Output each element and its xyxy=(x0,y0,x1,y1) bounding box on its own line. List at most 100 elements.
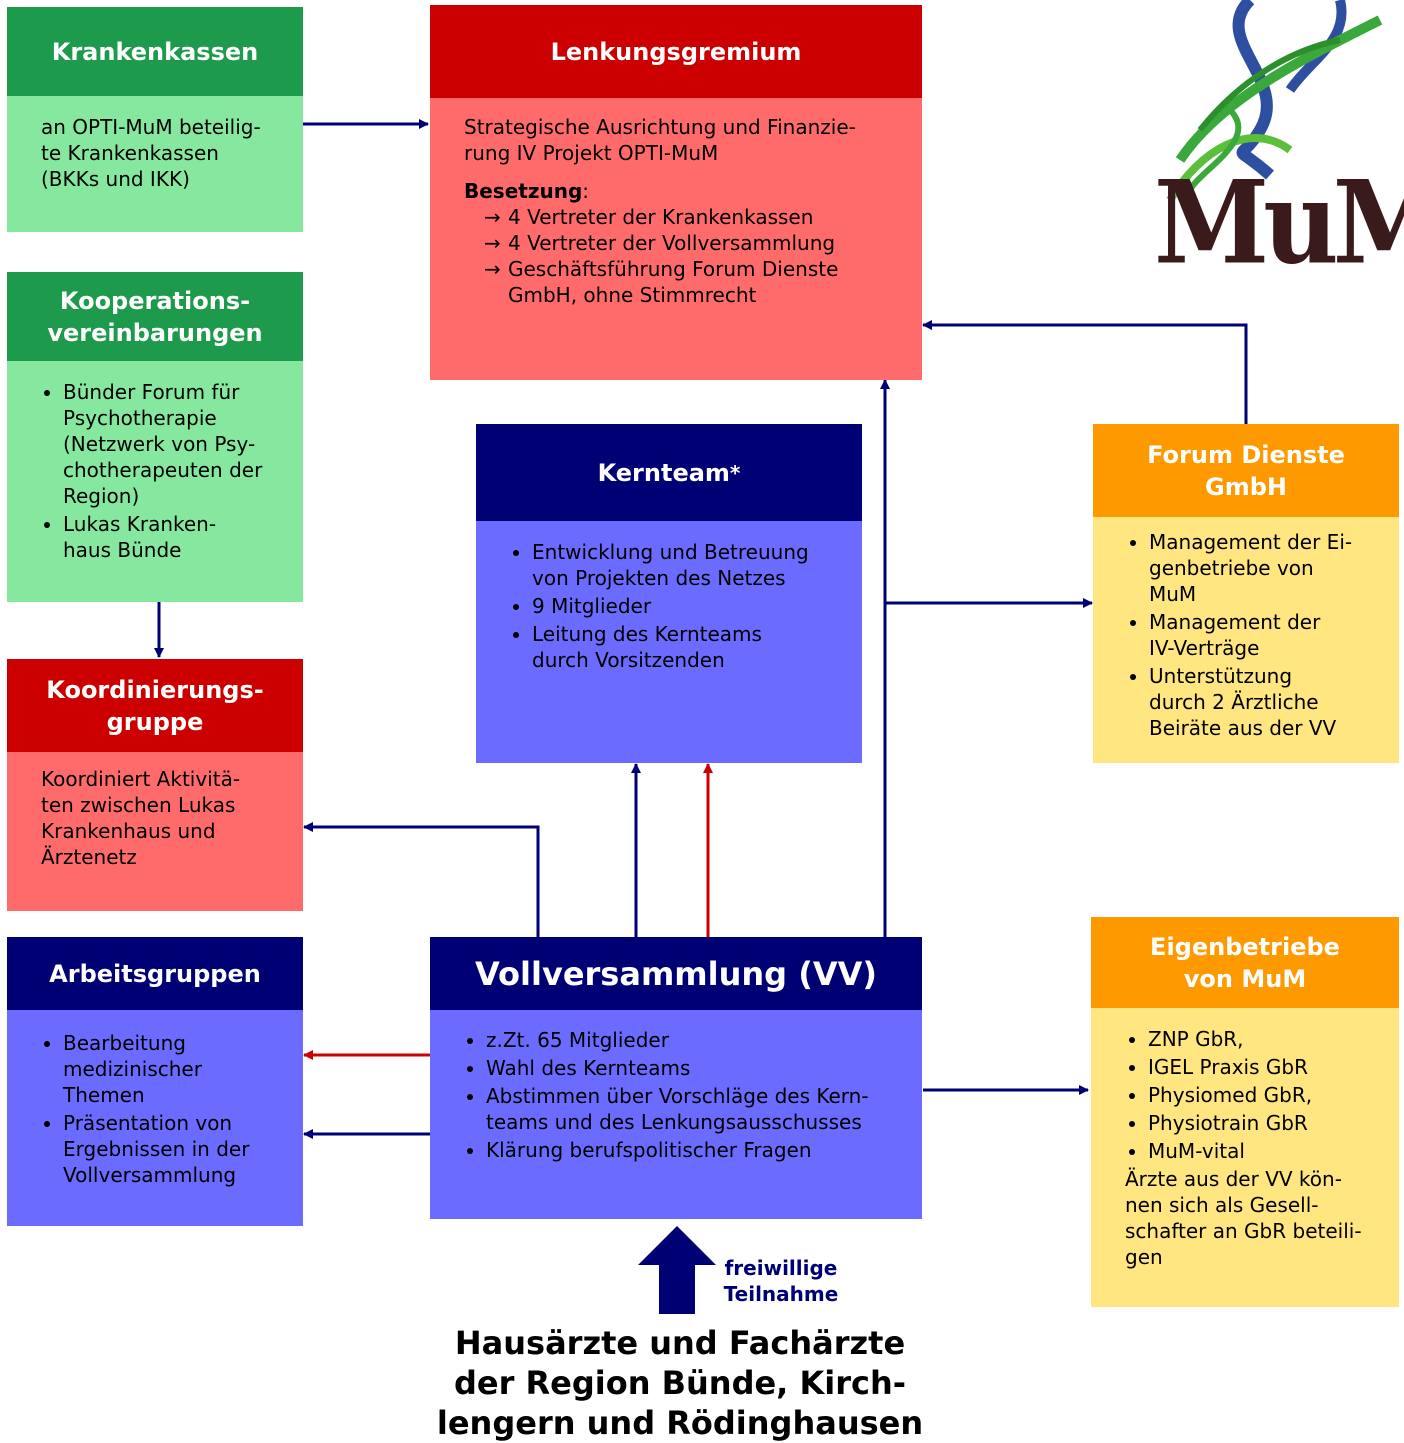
kernteam-title: Kernteam* xyxy=(476,424,862,521)
text-line: Psychotherapie xyxy=(63,406,217,430)
text-line: Krankenhaus und xyxy=(41,819,216,843)
koordinierung-title: Koordinierungs- gruppe xyxy=(7,659,303,752)
besetzung-heading: Besetzung: xyxy=(464,178,922,204)
text-line: Präsentation von xyxy=(63,1111,233,1135)
forum-title: Forum Dienste GmbH xyxy=(1093,424,1399,517)
text-line: Hausärzte und Fachärzte xyxy=(454,1324,906,1362)
kooperation-title-line: vereinbarungen xyxy=(47,318,263,347)
koordinierung-body: Koordiniert Aktivitä- ten zwischen Lukas… xyxy=(7,752,303,911)
text-line: Teilnahme xyxy=(723,1282,839,1306)
arrow-vv-koordinierung xyxy=(303,822,540,937)
list-item: Entwicklung und Betreuung von Projekten … xyxy=(532,539,862,591)
text-line: Themen xyxy=(63,1083,145,1107)
koordinierung-title-line: gruppe xyxy=(106,707,204,736)
arrow-right-icon: → xyxy=(484,231,501,255)
forum-title-line: Forum Dienste xyxy=(1147,440,1345,469)
list-item: Management der IV-Verträge xyxy=(1149,609,1399,661)
koordinierung-box: Koordinierungs- gruppe Koordiniert Aktiv… xyxy=(7,659,303,911)
eigen-title-line: Eigenbetriebe xyxy=(1150,932,1340,961)
forum-box: Forum Dienste GmbH Management der Ei- ge… xyxy=(1093,424,1399,763)
eigen-box: Eigenbetriebe von MuM ZNP GbR, IGEL Prax… xyxy=(1091,917,1399,1307)
text-line: Management der Ei- xyxy=(1149,530,1353,554)
freiwillig-label: freiwillige Teilnahme xyxy=(706,1255,856,1307)
arrow-right-icon: → xyxy=(484,257,501,281)
text-line: rung IV Projekt OPTI-MuM xyxy=(464,141,719,165)
besetzung-colon: : xyxy=(582,179,590,203)
list-item: Lukas Kranken- haus Bünde xyxy=(63,511,303,563)
lenkung-box: Lenkungsgremium Strategische Ausrichtung… xyxy=(430,5,922,380)
kernteam-box: Kernteam* Entwicklung und Betreuung von … xyxy=(476,424,862,763)
list-item: →4 Vertreter der Krankenkassen xyxy=(484,204,922,230)
text-line: IV-Verträge xyxy=(1149,636,1260,660)
text-line: Region) xyxy=(63,484,140,508)
eigen-note: Ärzte aus der VV kön- nen sich als Gesel… xyxy=(1091,1166,1399,1270)
text-line: medizinischer xyxy=(63,1057,202,1081)
text-line: Ärztenetz xyxy=(41,845,137,869)
text-line: Ärzte aus der VV kön- xyxy=(1125,1167,1342,1191)
vv-box: Vollversammlung (VV) z.Zt. 65 Mitglieder… xyxy=(430,937,922,1219)
list-item: Wahl des Kernteams xyxy=(486,1055,922,1081)
lenkung-title: Lenkungsgremium xyxy=(430,5,922,98)
text-line: Strategische Ausrichtung und Finanzie- xyxy=(464,115,856,139)
list-item: Physiomed GbR, xyxy=(1148,1082,1399,1108)
list-item: Leitung des Kernteams durch Vorsitzenden xyxy=(532,621,862,673)
text-line: lengern und Rödinghausen xyxy=(436,1404,924,1442)
text-line: genbetriebe von xyxy=(1149,556,1314,580)
text-line: Koordiniert Aktivitä- xyxy=(41,767,241,791)
krankenkassen-box: Krankenkassen an OPTI-MuM beteilig- te K… xyxy=(7,7,303,232)
krankenkassen-line: (BKKs und IKK) xyxy=(41,167,190,191)
vv-body: z.Zt. 65 Mitglieder Wahl des Kernteams A… xyxy=(430,1010,922,1219)
big-up-arrow xyxy=(638,1226,716,1314)
text-line: Abstimmen über Vorschläge des Kern- xyxy=(486,1084,869,1108)
list-item: Präsentation von Ergebnissen in der Voll… xyxy=(63,1110,303,1188)
list-item: Management der Ei- genbetriebe von MuM xyxy=(1149,529,1399,607)
besetzung-label: Besetzung xyxy=(464,179,583,203)
list-item: Bearbeitung medizinischer Themen xyxy=(63,1030,303,1108)
list-item: 9 Mitglieder xyxy=(532,593,862,619)
kernteam-title-text: Kernteam xyxy=(597,458,730,487)
text-line: Leitung des Kernteams xyxy=(532,622,762,646)
kooperation-title-line: Kooperations- xyxy=(59,286,251,315)
bottom-caption: Hausärzte und Fachärzte der Region Bünde… xyxy=(380,1323,980,1443)
kooperation-box: Kooperations- vereinbarungen Bünder Foru… xyxy=(7,272,303,602)
text-line: Geschäftsführung Forum Dienste xyxy=(508,257,839,281)
text-line: 4 Vertreter der Vollversammlung xyxy=(508,231,836,255)
list-item: IGEL Praxis GbR xyxy=(1148,1054,1399,1080)
arbeitsgruppen-title: Arbeitsgruppen xyxy=(7,937,303,1010)
arrow-forum-lenkung xyxy=(922,320,1248,424)
eigen-body: ZNP GbR, IGEL Praxis GbR Physiomed GbR, … xyxy=(1091,1008,1399,1307)
krankenkassen-title: Krankenkassen xyxy=(7,7,303,96)
list-item: Unterstützung durch 2 Ärztliche Beiräte … xyxy=(1149,663,1399,741)
text-line: durch Vorsitzenden xyxy=(532,648,725,672)
text-line: Entwicklung und Betreuung xyxy=(532,540,809,564)
list-item: ZNP GbR, xyxy=(1148,1026,1399,1052)
krankenkassen-line: an OPTI-MuM beteilig- xyxy=(41,115,261,139)
text-line: Lukas Kranken- xyxy=(63,512,217,536)
text-line: Ergebnissen in der xyxy=(63,1137,250,1161)
krankenkassen-line: te Krankenkassen xyxy=(41,141,219,165)
text-line: Bearbeitung xyxy=(63,1031,186,1055)
forum-title-line: GmbH xyxy=(1205,472,1287,501)
kooperation-title: Kooperations- vereinbarungen xyxy=(7,272,303,361)
text-line: ten zwischen Lukas xyxy=(41,793,236,817)
text-line: MuM xyxy=(1149,582,1197,606)
lenkung-body: Strategische Ausrichtung und Finanzie- r… xyxy=(430,98,922,380)
text-line: der Region Bünde, Kirch- xyxy=(453,1364,907,1402)
text-line: von Projekten des Netzes xyxy=(532,566,786,590)
text-line: Vollversammlung xyxy=(63,1163,237,1187)
list-item: MuM-vital xyxy=(1148,1138,1399,1164)
logo-text: MuM xyxy=(1154,154,1404,291)
kernteam-star: * xyxy=(729,460,741,485)
list-item: Bünder Forum für Psychotherapie (Netzwer… xyxy=(63,379,303,509)
text-line: GmbH, ohne Stimmrecht xyxy=(508,283,757,307)
list-item: Physiotrain GbR xyxy=(1148,1110,1399,1136)
arbeitsgruppen-body: Bearbeitung medizinischer Themen Präsent… xyxy=(7,1010,303,1226)
text-line: Bünder Forum für xyxy=(63,380,240,404)
text-line: Beiräte aus der VV xyxy=(1149,716,1337,740)
eigen-title-line: von MuM xyxy=(1183,964,1307,993)
krankenkassen-body: an OPTI-MuM beteilig- te Krankenkassen (… xyxy=(7,96,303,232)
text-line: 4 Vertreter der Krankenkassen xyxy=(508,205,814,229)
list-item: Abstimmen über Vorschläge des Kern-teams… xyxy=(486,1083,922,1135)
